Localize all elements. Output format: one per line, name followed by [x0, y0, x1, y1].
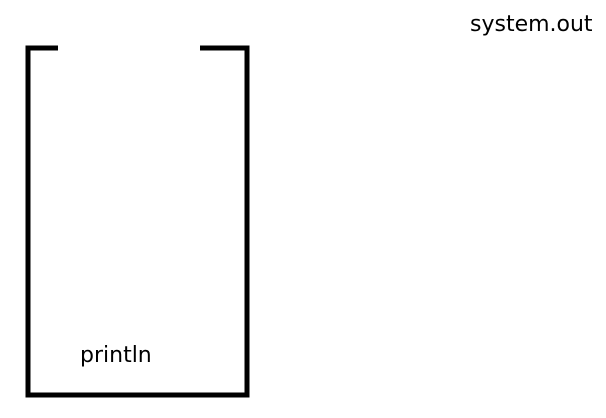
container-outline [25, 45, 250, 398]
println-label: println [80, 343, 152, 368]
system-out-label: system.out [470, 12, 593, 37]
